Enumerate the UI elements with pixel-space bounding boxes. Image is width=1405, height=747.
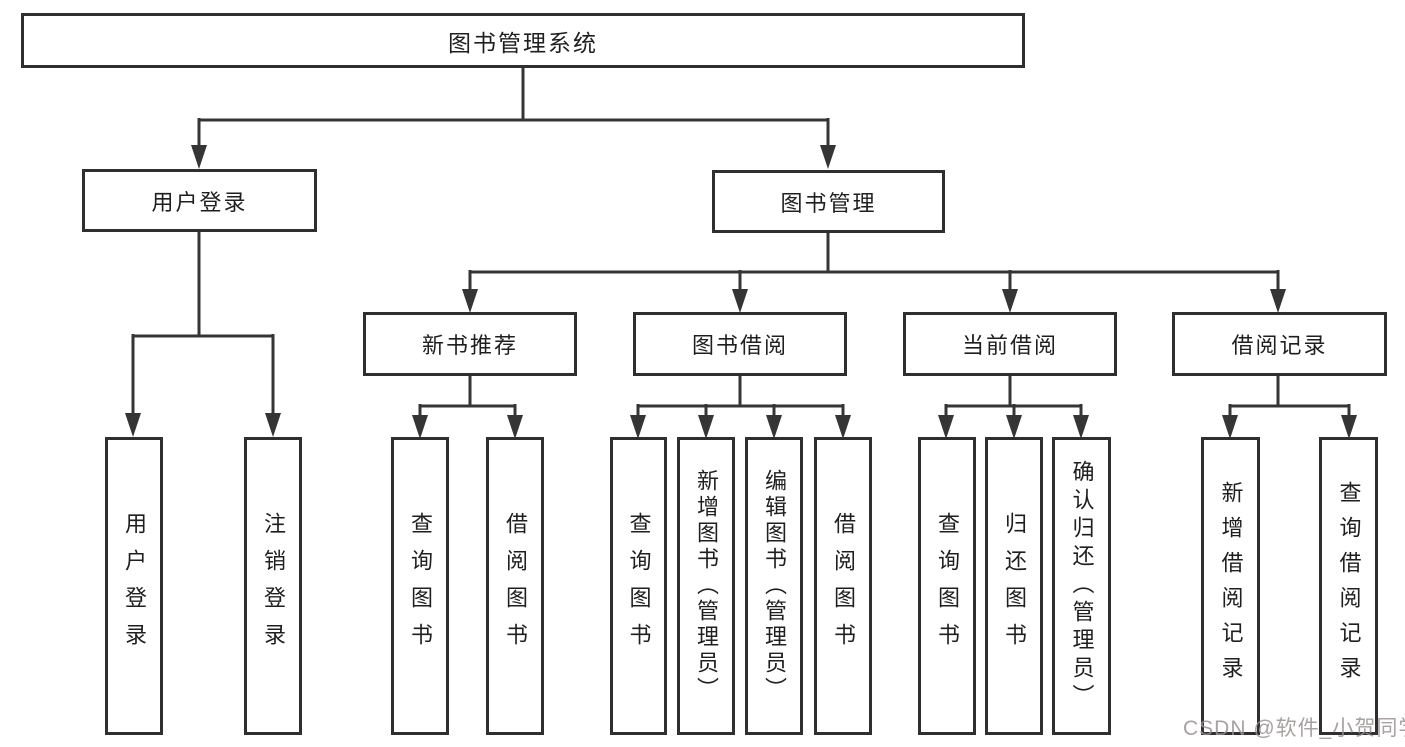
leaf-add-borrow-record: 新增借阅记录 <box>1201 437 1260 735</box>
node-book-borrow: 图书借阅 <box>633 312 847 376</box>
connector-book-management <box>462 233 1286 313</box>
leaf-user-login: 用户登录 <box>105 437 163 735</box>
connector-new-book-recommend <box>412 376 523 439</box>
connector-user-login <box>125 232 281 437</box>
leaf-add-book-admin: 新增图书（管理员） <box>677 437 735 735</box>
leaf-borrow-books: 借阅图书 <box>814 437 872 735</box>
node-current-borrow: 当前借阅 <box>903 312 1117 376</box>
node-borrow-records: 借阅记录 <box>1172 312 1387 376</box>
node-library-management-system: 图书管理系统 <box>21 13 1025 68</box>
leaf-edit-book-admin: 编辑图书（管理员） <box>745 437 803 735</box>
leaf-borrow-books-recommend: 借阅图书 <box>486 437 544 735</box>
leaf-query-books-borrow: 查询图书 <box>610 437 667 735</box>
connector-borrow-records <box>1222 376 1357 439</box>
leaf-query-books-recommend: 查询图书 <box>391 437 449 735</box>
leaf-query-books-current: 查询图书 <box>918 437 976 735</box>
leaf-logout-login: 注销登录 <box>244 437 302 735</box>
connector-root <box>191 68 836 169</box>
connector-book-borrow <box>630 376 851 439</box>
node-new-book-recommend: 新书推荐 <box>363 312 577 376</box>
csdn-watermark: CSDN @软件_小贺同学 <box>1183 717 1405 740</box>
node-book-management: 图书管理 <box>712 170 945 233</box>
leaf-return-book: 归还图书 <box>985 437 1043 735</box>
connector-current-borrow <box>938 376 1089 439</box>
leaf-confirm-return-admin: 确认归还（管理员） <box>1052 437 1111 735</box>
leaf-query-borrow-record: 查询借阅记录 <box>1319 437 1378 735</box>
node-user-login: 用户登录 <box>82 169 317 232</box>
